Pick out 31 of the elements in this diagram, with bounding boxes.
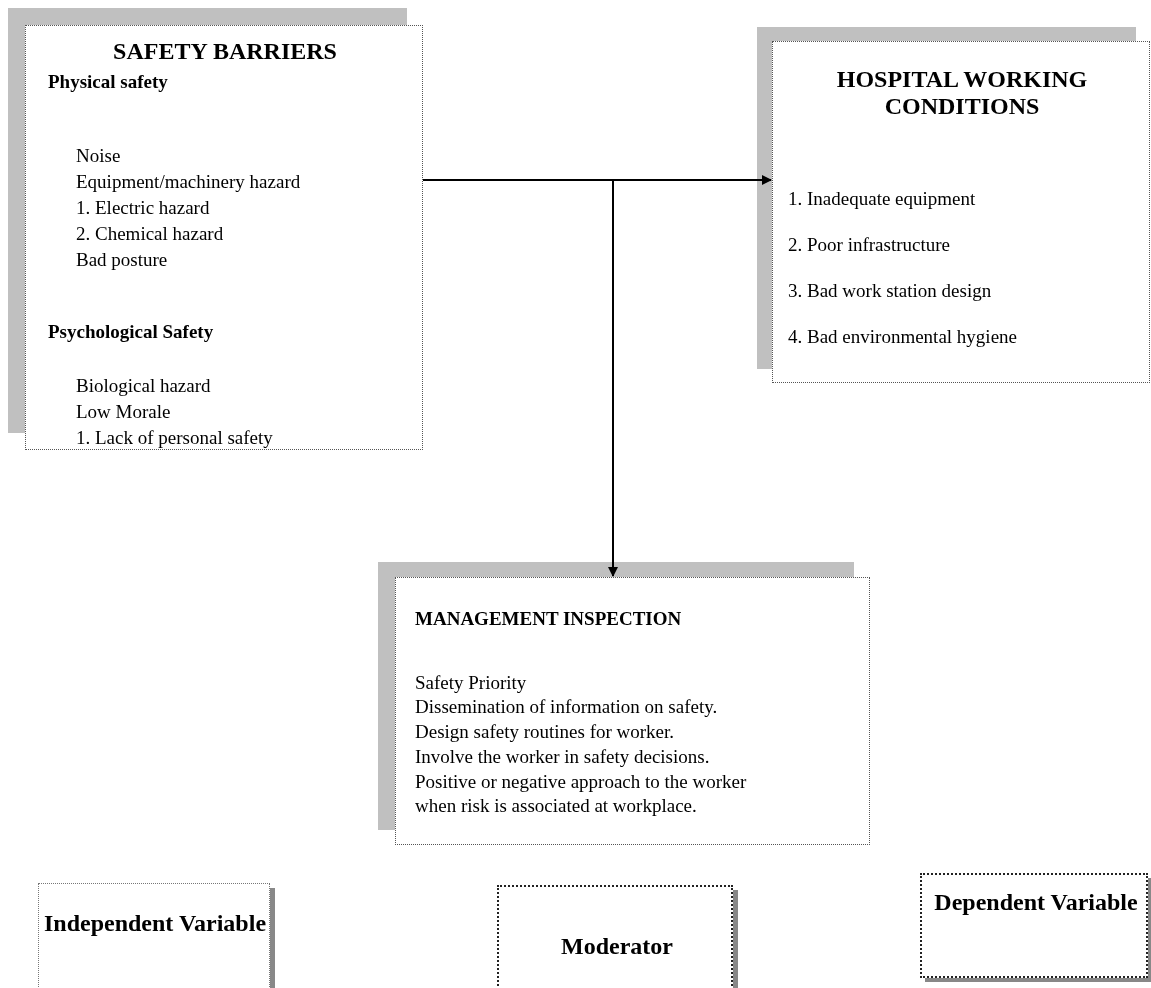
text-box	[25, 25, 423, 450]
list-item: Dissemination of information on safety.	[415, 695, 718, 719]
list-item: 1. Inadequate equipment	[788, 187, 976, 211]
list-item: Noise	[76, 144, 121, 168]
heading: Psychological Safety	[48, 320, 214, 344]
heading: HOSPITAL WORKING CONDITIONS	[835, 66, 1089, 120]
heading: Independent Variable	[42, 910, 268, 937]
list-item: 1. Electric hazard	[76, 196, 210, 220]
list-item: 2. Poor infrastructure	[788, 233, 950, 257]
heading: SAFETY BARRIERS	[112, 38, 338, 65]
text-box	[920, 873, 1148, 978]
heading: Moderator	[560, 933, 674, 960]
text-box	[497, 885, 733, 988]
text-box	[395, 577, 870, 845]
list-item: Equipment/machinery hazard	[76, 170, 301, 194]
list-item: 3. Bad work station design	[788, 279, 992, 303]
list-item: Positive or negative approach to the worker when risk is associated at workplace.	[415, 770, 748, 818]
list-item: Bad posture	[76, 248, 168, 272]
text-box	[772, 41, 1150, 383]
list-item: Involve the worker in safety decisions.	[415, 745, 710, 769]
heading: Physical safety	[48, 70, 168, 94]
list-item: 4. Bad environmental hygiene	[788, 325, 1017, 349]
list-item: 1. Lack of personal safety	[76, 426, 273, 450]
list-item: Low Morale	[76, 400, 171, 424]
heading: Dependent Variable	[933, 889, 1139, 916]
list-item: 2. Chemical hazard	[76, 222, 224, 246]
list-item: Biological hazard	[76, 374, 211, 398]
text-box	[38, 883, 270, 988]
list-item: Design safety routines for worker.	[415, 720, 675, 744]
heading: MANAGEMENT INSPECTION	[415, 607, 682, 631]
list-item: Safety Priority	[415, 671, 527, 695]
